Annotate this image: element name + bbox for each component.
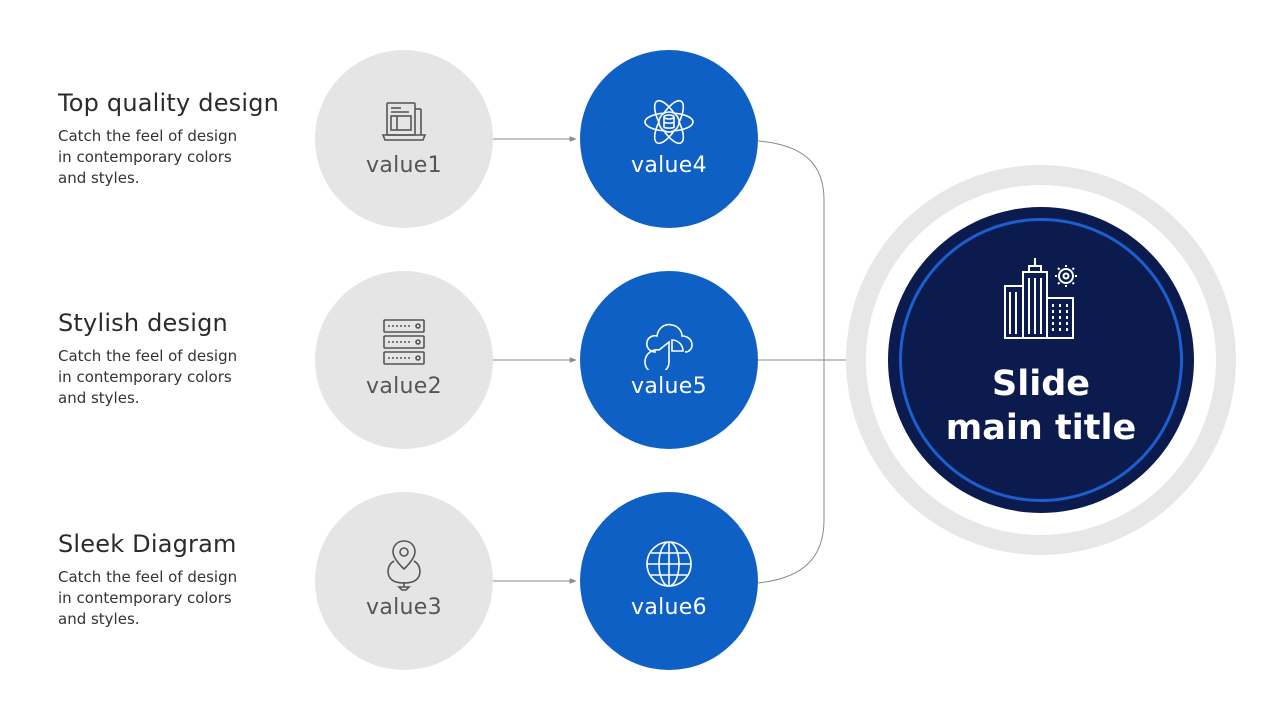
row-3-description: Catch the feel of design in contemporary… [58,568,238,628]
row-1-title: Top quality design [58,89,280,117]
value2-node: value2 [315,271,493,449]
hub-content: Slide main title [888,207,1194,513]
atom-database-icon [644,99,694,144]
row-1-description: Catch the feel of design in contemporary… [58,127,238,187]
value6-node: value6 [580,492,758,670]
row-1-text: Top quality design Catch the feel of des… [58,88,308,189]
hub-inner-ring [899,218,1183,502]
globe-icon [646,540,692,587]
map-pin-icon [387,539,421,591]
value1-node: value1 [315,50,493,228]
city-buildings-icon [1004,258,1077,339]
row-2-text: Stylish design Catch the feel of design … [58,308,308,409]
value6-label: value6 [631,594,707,620]
laptop-document-icon [381,101,427,141]
value2-label: value2 [366,373,442,399]
row-3-text: Sleek Diagram Catch the feel of design i… [58,529,308,630]
value3-label: value3 [366,594,442,620]
cloud-pie-chart-icon [644,323,693,370]
value4-label: value4 [631,152,707,178]
connector-value6-hub [757,360,825,584]
value5-node: value5 [580,271,758,449]
value3-node: value3 [315,492,493,670]
row-2-description: Catch the feel of design in contemporary… [58,347,238,407]
value1-label: value1 [366,152,442,178]
server-rack-icon [383,318,425,365]
row-2-title: Stylish design [58,309,228,337]
value4-node: value4 [580,50,758,228]
connector-value4-hub [757,140,825,360]
value5-label: value5 [631,373,707,399]
row-3-title: Sleek Diagram [58,530,237,558]
hub-title: Slide main title [945,364,1137,448]
